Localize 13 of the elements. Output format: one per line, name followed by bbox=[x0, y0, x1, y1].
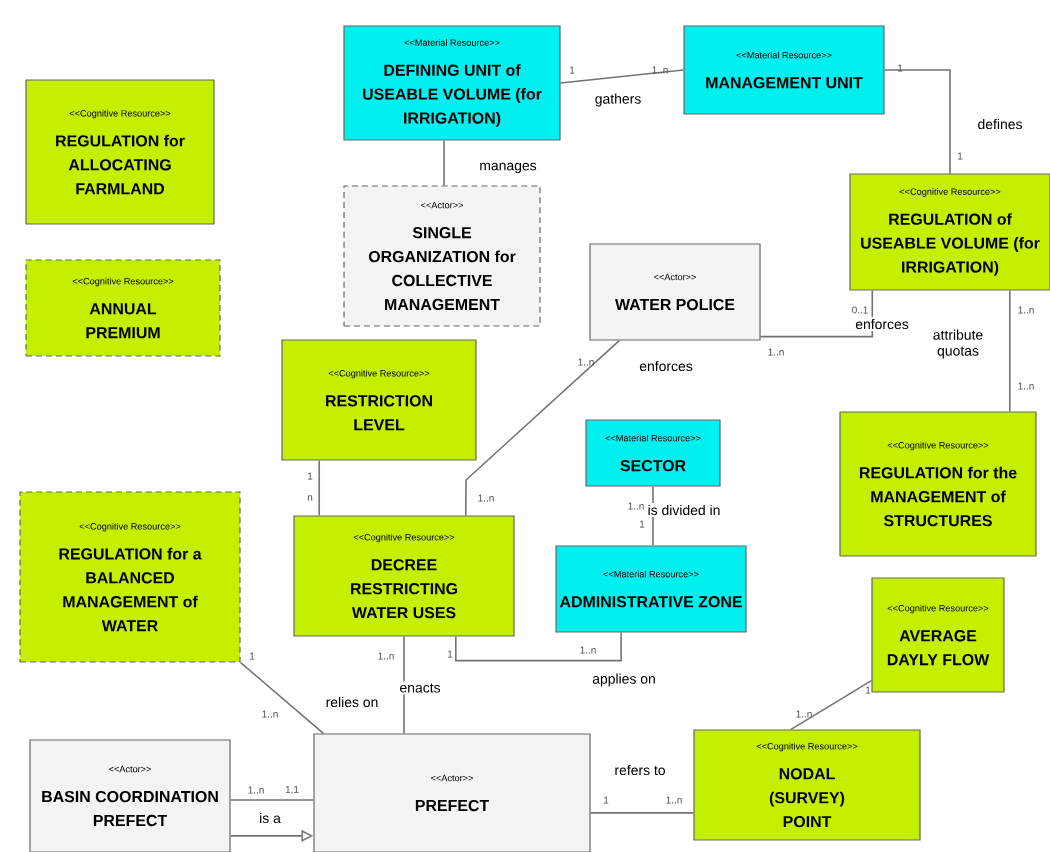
connector bbox=[443, 139, 445, 187]
connector bbox=[790, 679, 873, 731]
connector bbox=[318, 459, 321, 517]
connector bbox=[229, 799, 315, 801]
connector bbox=[559, 69, 685, 84]
connector bbox=[589, 812, 695, 814]
connector bbox=[239, 661, 325, 735]
connector bbox=[465, 339, 620, 517]
connector bbox=[455, 631, 622, 662]
connector bbox=[403, 635, 405, 735]
connector bbox=[883, 69, 951, 175]
connector bbox=[759, 289, 874, 338]
connector bbox=[1009, 289, 1011, 413]
